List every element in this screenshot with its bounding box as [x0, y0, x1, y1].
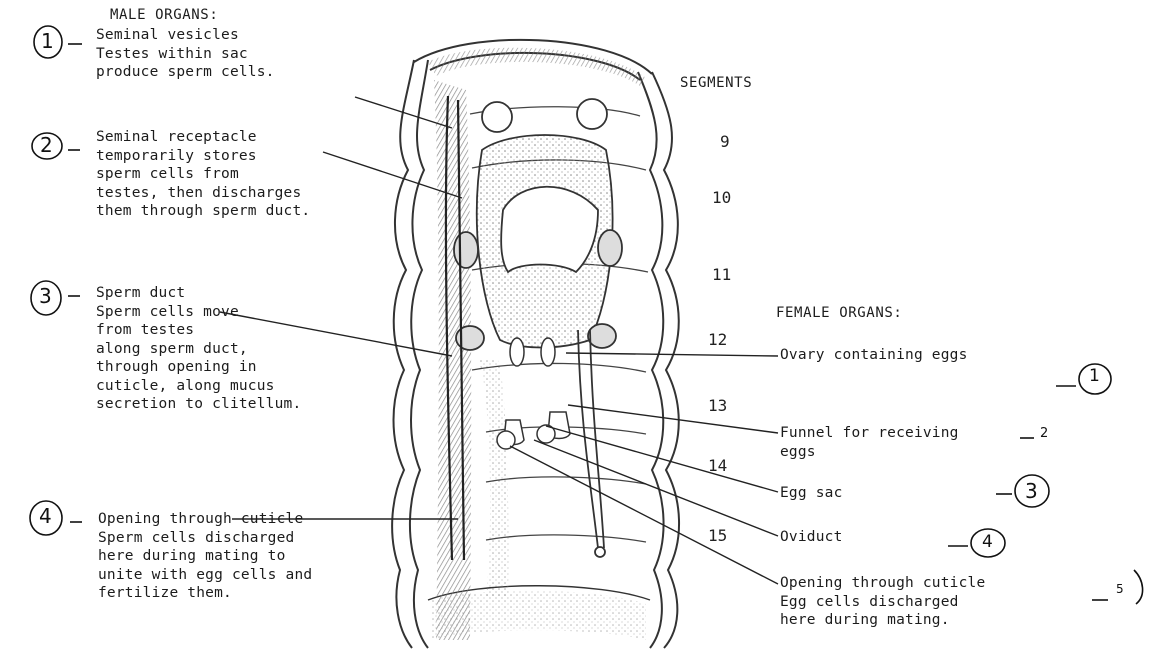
- segments-header: SEGMENTS: [680, 74, 752, 93]
- male-label-3-line-6: cuticle, along mucus: [96, 377, 301, 396]
- segment-13: 13: [708, 396, 727, 415]
- male-number-4: 4: [39, 504, 52, 528]
- male-label-3-line-7: secretion to clitellum.: [96, 395, 301, 414]
- male-label-2-line-5: them through sperm duct.: [96, 202, 310, 221]
- male-label-3-line-4: along sperm duct,: [96, 340, 301, 359]
- male-label-3-line-3: from testes: [96, 321, 301, 340]
- male-label-1: Seminal vesicles Testes within sac produ…: [96, 26, 275, 82]
- female-label-3-line-1: Egg sac: [780, 484, 843, 503]
- male-label-2-line-2: temporarily stores: [96, 147, 310, 166]
- female-label-5-line-3: here during mating.: [780, 611, 985, 630]
- male-label-3: Sperm duct Sperm cells move from testes …: [96, 284, 301, 414]
- female-number-3: 3: [1025, 479, 1038, 503]
- segment-12: 12: [708, 330, 727, 349]
- egg-sacs-and-funnels: [497, 412, 570, 449]
- male-label-1-line-2: Testes within sac: [96, 45, 275, 64]
- male-label-2-line-1: Seminal receptacle: [96, 128, 310, 147]
- female-label-5-line-2: Egg cells discharged: [780, 593, 985, 612]
- female-label-1-line-1: Ovary containing eggs: [780, 346, 968, 365]
- male-organs-header: MALE ORGANS:: [110, 6, 218, 25]
- segment-15: 15: [708, 526, 727, 545]
- male-label-3-line-2: Sperm cells move: [96, 303, 301, 322]
- male-number-3: 3: [39, 284, 52, 308]
- male-label-3-line-1: Sperm duct: [96, 284, 301, 303]
- female-label-4-line-1: Oviduct: [780, 528, 843, 547]
- male-label-3-line-5: through opening in: [96, 358, 301, 377]
- male-label-4-line-4: unite with egg cells and: [98, 566, 312, 585]
- male-label-1-line-3: produce sperm cells.: [96, 63, 275, 82]
- male-label-4-line-3: here during mating to: [98, 547, 312, 566]
- male-label-4-line-5: fertilize them.: [98, 584, 312, 603]
- segment-11: 11: [712, 265, 731, 284]
- female-number-4: 4: [982, 532, 993, 552]
- male-label-4: Opening through cuticle Sperm cells disc…: [98, 510, 312, 603]
- female-label-3: Egg sac: [780, 484, 843, 503]
- male-label-4-line-2: Sperm cells discharged: [98, 529, 312, 548]
- female-label-1: Ovary containing eggs: [780, 346, 968, 365]
- male-label-4-line-1: Opening through cuticle: [98, 510, 312, 529]
- male-number-2: 2: [40, 133, 53, 157]
- female-label-2: Funnel for receiving eggs: [780, 424, 959, 461]
- male-label-2: Seminal receptacle temporarily stores sp…: [96, 128, 310, 221]
- male-label-1-line-1: Seminal vesicles: [96, 26, 275, 45]
- female-number-2: 2: [1040, 426, 1048, 441]
- male-label-2-line-3: sperm cells from: [96, 165, 310, 184]
- female-number-5: 5: [1116, 582, 1124, 596]
- segment-10: 10: [712, 188, 731, 207]
- female-organs-header: FEMALE ORGANS:: [776, 304, 902, 323]
- female-label-5-line-1: Opening through cuticle: [780, 574, 985, 593]
- female-label-2-line-2: eggs: [780, 443, 959, 462]
- segment-14: 14: [708, 456, 727, 475]
- male-label-2-line-4: testes, then discharges: [96, 184, 310, 203]
- segment-9: 9: [720, 132, 730, 151]
- male-number-1: 1: [41, 29, 54, 53]
- female-number-1: 1: [1089, 366, 1100, 386]
- female-label-2-line-1: Funnel for receiving: [780, 424, 959, 443]
- female-label-4: Oviduct: [780, 528, 843, 547]
- female-label-5: Opening through cuticle Egg cells discha…: [780, 574, 985, 630]
- testes-and-vesicles: [454, 99, 622, 350]
